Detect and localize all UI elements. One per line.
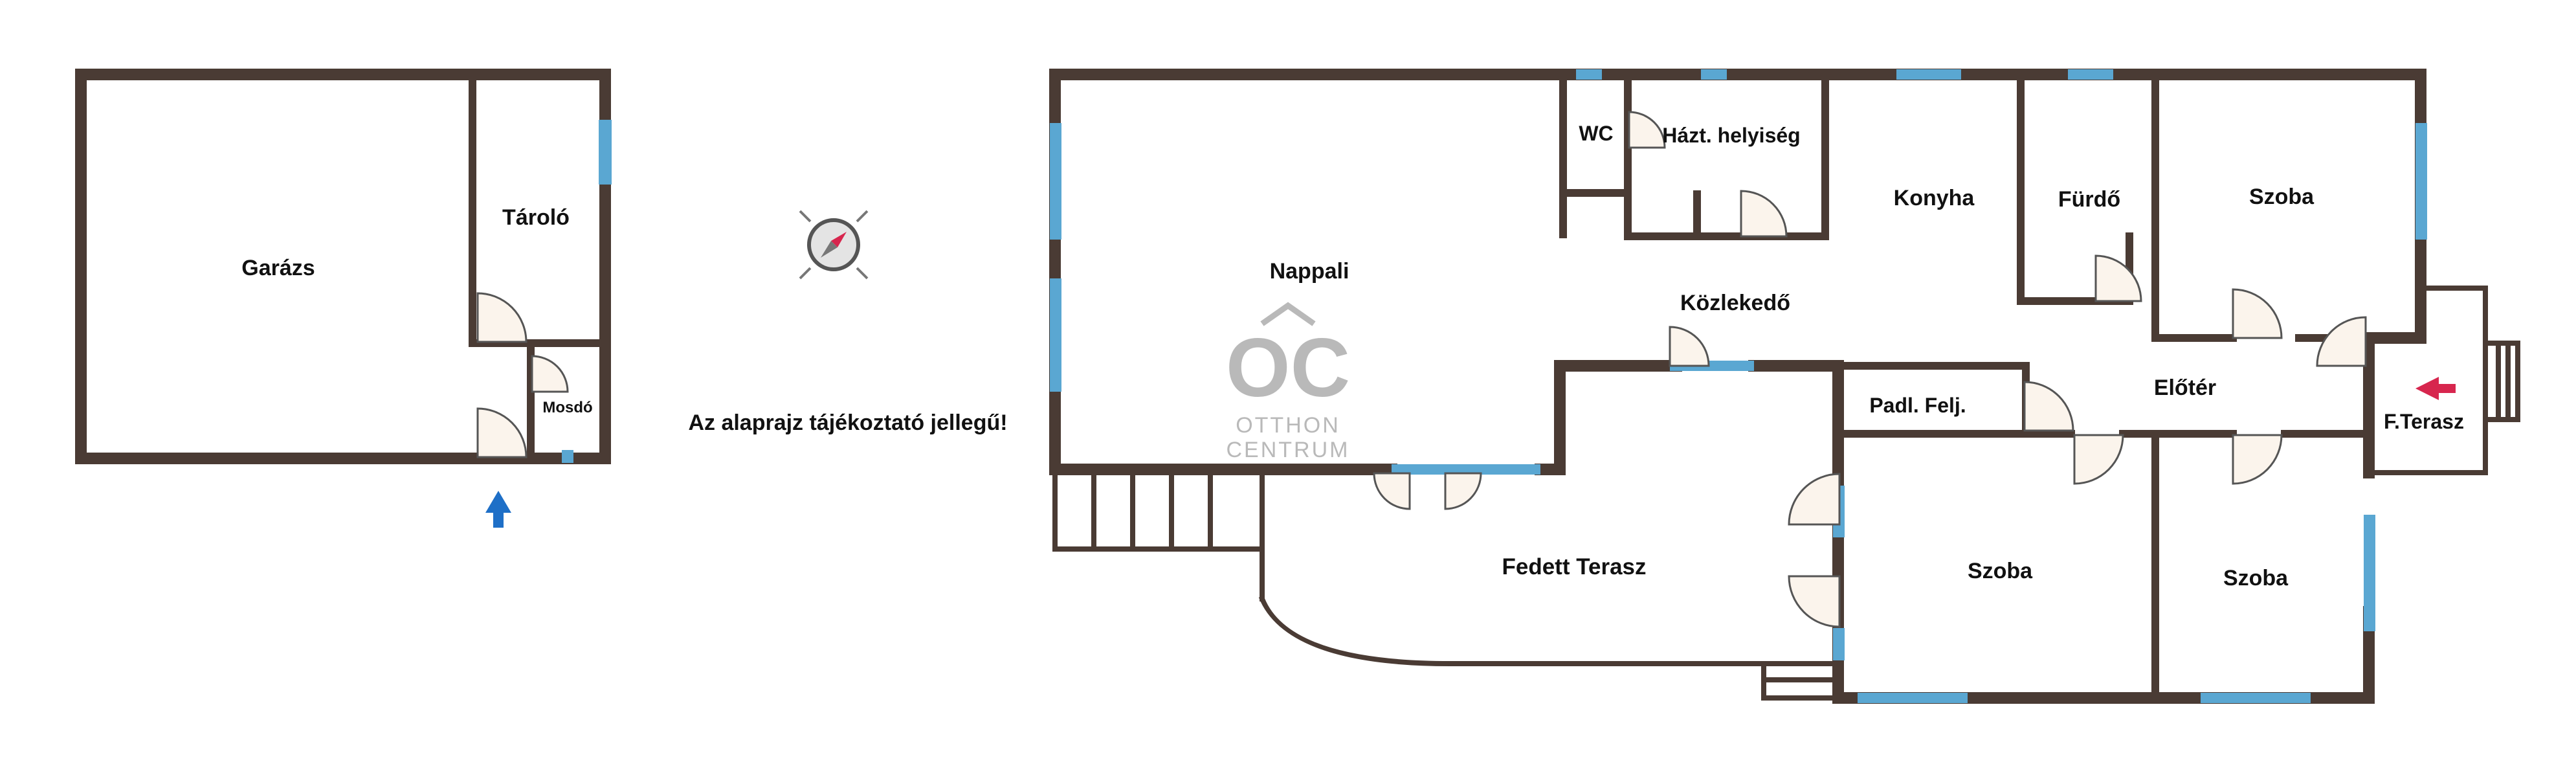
door <box>1628 111 1666 149</box>
window <box>1576 69 1602 80</box>
window <box>2364 515 2375 631</box>
wall <box>1624 71 1829 240</box>
door <box>1740 190 1788 238</box>
room-label-konyha: Konyha <box>1894 186 1975 210</box>
room-label-szoba-north: Szoba <box>2249 185 2315 209</box>
room-label-szoba-east: Szoba <box>2223 566 2289 590</box>
room-label-haztartasi: Házt. helyiség <box>1662 124 1800 147</box>
room-label-padl-felj: Padl. Felj. <box>1869 394 1966 417</box>
room-label-kozlekedo: Közlekedő <box>1680 291 1790 315</box>
window <box>1833 628 1845 660</box>
window <box>1050 278 1061 392</box>
window <box>1701 69 1727 80</box>
door <box>2232 288 2283 339</box>
logo-line2: CENTRUM <box>1227 438 1350 462</box>
door <box>2316 316 2367 367</box>
wall <box>2483 341 2520 422</box>
arrow-up-icon <box>485 491 511 528</box>
window <box>2068 69 2113 80</box>
room-label-mosdo: Mosdó <box>542 399 592 416</box>
wall <box>75 69 611 464</box>
disclaimer-notice: Az alaprajz tájékoztató jellegű! <box>688 410 1007 435</box>
window <box>562 450 573 463</box>
window <box>2415 123 2427 240</box>
room-label-fedett-terasz: Fedett Terasz <box>1502 554 1646 579</box>
wall <box>2017 71 2133 305</box>
otthon-centrum-logo: OC OTTHON CENTRUM <box>1226 302 1350 462</box>
door <box>476 292 527 343</box>
window <box>2201 693 2311 703</box>
logo-mark: OC <box>1226 322 1350 414</box>
room-label-furdo: Fürdő <box>2058 187 2120 212</box>
door <box>1669 326 1710 367</box>
wall <box>2151 71 2237 342</box>
wall <box>2366 286 2488 475</box>
door <box>2023 381 2074 432</box>
room-label-wc: WC <box>1579 122 1613 145</box>
door <box>1444 472 1482 510</box>
room-label-garazs: Garázs <box>241 256 315 280</box>
doors <box>476 111 2367 628</box>
door <box>2073 434 2124 485</box>
door <box>2232 434 2283 485</box>
door <box>2094 254 2142 302</box>
wall <box>1535 360 1682 475</box>
room-label-szoba-mid: Szoba <box>1968 559 2033 583</box>
window <box>599 120 612 185</box>
window <box>1392 464 1540 475</box>
door <box>1788 473 1841 526</box>
wall <box>75 69 439 464</box>
compass-icon <box>799 210 869 280</box>
window <box>1858 693 1968 703</box>
room-label-nappali: Nappali <box>1270 259 1349 284</box>
wall <box>1761 661 1841 701</box>
door <box>476 407 527 458</box>
door <box>1788 575 1841 628</box>
logo-line1: OTTHON <box>1236 413 1340 438</box>
window <box>1896 69 1961 80</box>
door <box>1373 472 1411 510</box>
wall <box>1052 467 1265 552</box>
windows <box>562 69 2427 703</box>
door <box>531 355 569 393</box>
wall <box>1258 595 1841 666</box>
room-labels: Garázs Tároló Mosdó Nappali WC Házt. hel… <box>241 122 2464 590</box>
room-label-tarolo: Tároló <box>502 205 570 230</box>
wall <box>469 71 535 347</box>
room-label-eloter: Előtér <box>2154 376 2216 400</box>
window <box>1050 123 1061 240</box>
room-label-f-terasz: F.Terasz <box>2384 410 2464 433</box>
arrow-left-icon <box>2415 377 2456 400</box>
